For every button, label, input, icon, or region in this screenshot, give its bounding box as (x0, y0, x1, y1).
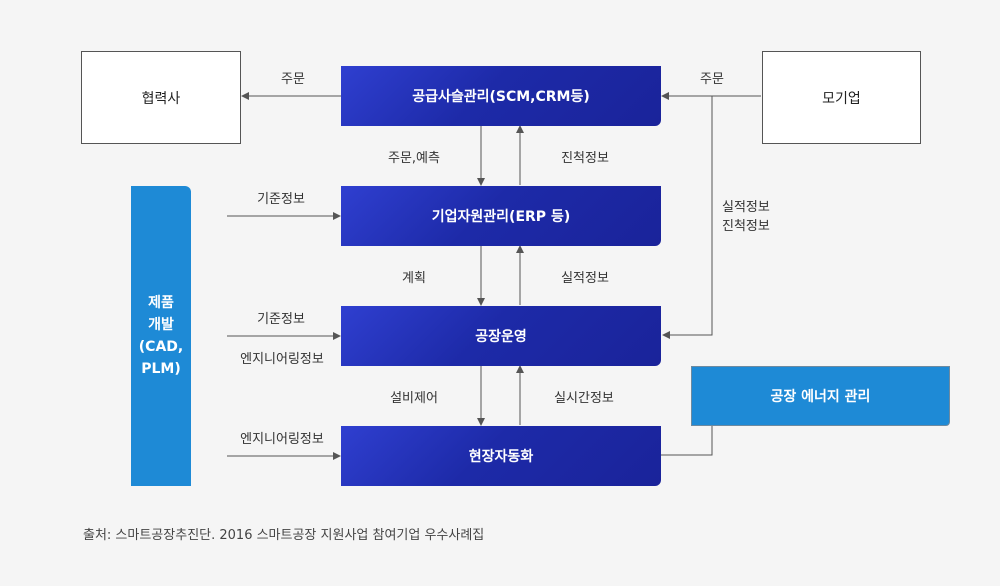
energy-management-box: 공장 에너지 관리 (691, 366, 950, 426)
product-dev-line-3: (CAD, (138, 339, 184, 355)
label-order-forecast: 주문,예측 (388, 151, 440, 166)
parent-company-box: 모기업 (762, 51, 921, 144)
label-ref-info-1: 기준정보 (257, 192, 305, 207)
label-order-left: 주문 (281, 72, 305, 87)
label-eng-info-2: 엔지니어링정보 (240, 432, 324, 447)
erp-box: 기업자원관리(ERP 등) (341, 186, 661, 246)
partner-label: 협력사 (141, 90, 181, 107)
product-dev-line-1: 제품 (148, 295, 174, 311)
label-ref-info-2: 기준정보 (257, 312, 305, 327)
product-dev-line-2: 개발 (148, 317, 174, 333)
label-plan: 계획 (402, 271, 426, 286)
label-equip-control: 설비제어 (390, 391, 438, 406)
label-eng-info-1: 엔지니어링정보 (240, 352, 324, 367)
factory-ops-label: 공장운영 (475, 329, 527, 345)
label-progress-info: 진척정보 (561, 151, 609, 166)
factory-ops-box: 공장운영 (341, 306, 661, 366)
label-perf-info: 실적정보 (561, 271, 609, 286)
partner-box: 협력사 (81, 51, 241, 144)
label-right-progress: 진척정보 (722, 219, 770, 234)
label-right-perf: 실적정보 (722, 200, 770, 215)
field-automation-box: 현장자동화 (341, 426, 661, 486)
energy-management-label: 공장 에너지 관리 (770, 389, 871, 405)
erp-label: 기업자원관리(ERP 등) (431, 209, 571, 225)
source-caption: 출처: 스마트공장추진단. 2016 스마트공장 지원사업 참여기업 우수사례집 (83, 528, 485, 543)
label-order-right: 주문 (700, 72, 724, 87)
field-automation-label: 현장자동화 (468, 449, 534, 465)
parent-company-label: 모기업 (822, 90, 861, 107)
scm-label: 공급사슬관리(SCM,CRM등) (412, 89, 590, 105)
line-field-to-right (661, 426, 713, 456)
label-realtime-info: 실시간정보 (554, 391, 614, 406)
scm-box: 공급사슬관리(SCM,CRM등) (341, 66, 661, 126)
line-parent-to-factory (662, 96, 713, 339)
product-dev-line-4: PLM) (141, 361, 181, 377)
product-dev-box: 제품 개발 (CAD, PLM) (131, 186, 191, 486)
